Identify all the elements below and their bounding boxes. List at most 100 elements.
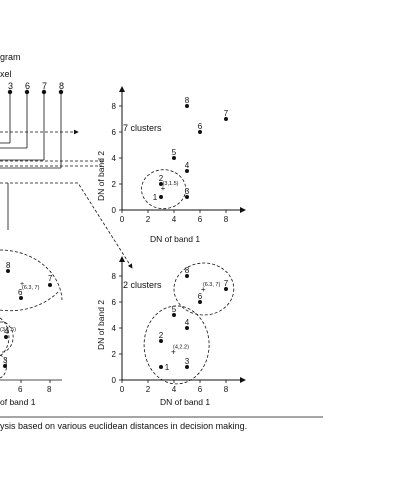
x-tick-label: 2 (146, 215, 151, 224)
point-label-7: 7 (224, 279, 229, 288)
x-tick-label: 6 (198, 215, 203, 224)
partial-x-tick-6: 6 (18, 385, 23, 394)
partial-centroid-label: (3.1.5) (0, 327, 16, 333)
data-point-3 (185, 365, 189, 369)
data-point-1 (159, 195, 163, 199)
ylabel-bottom: DN of band 2 (96, 300, 106, 350)
data-point-6 (198, 300, 202, 304)
point-label-1: 1 (165, 363, 170, 372)
cluster-circle (143, 305, 210, 385)
partial-point-label: 3 (3, 356, 8, 365)
dendrogram-label-3: 3 (8, 81, 13, 91)
partial-point-label: 6 (18, 288, 23, 297)
partial-x-tick-8: 8 (47, 385, 52, 394)
y-tick-label: 8 (112, 102, 117, 111)
point-label-8: 8 (185, 96, 190, 105)
data-point-5 (172, 156, 176, 160)
y-tick-label: 6 (112, 298, 117, 307)
x-tick-label: 8 (224, 385, 229, 394)
partial-point (4, 335, 8, 339)
partial-cluster-circle (0, 317, 10, 357)
xlabel-bottom: DN of band 1 (160, 397, 210, 407)
partial-cluster-circle (0, 321, 14, 353)
centroid-label: (6.3, 7) (203, 282, 221, 288)
data-point-2 (159, 339, 163, 343)
point-label-2: 2 (159, 174, 164, 183)
figure-caption: ysis based on various euclidean distance… (0, 421, 247, 431)
level-arrow-2-clusters (0, 182, 133, 269)
partial-cluster-circle (0, 354, 7, 379)
xlabel-top: DN of band 1 (150, 234, 200, 244)
partial-point-label: 4 (4, 327, 9, 336)
partial-title-2: xel (0, 69, 12, 79)
point-label-4: 4 (185, 318, 190, 327)
partial-point (3, 364, 7, 368)
partial-point (48, 283, 52, 287)
y-tick-label: 2 (112, 180, 117, 189)
point-label-5: 5 (172, 148, 177, 157)
cluster-circle (141, 169, 187, 210)
dendrogram-label-8: 8 (59, 81, 64, 91)
data-point-4 (185, 326, 189, 330)
centroid-marker: + (20, 281, 24, 288)
annotation-7-clusters: 7 clusters (123, 123, 162, 133)
data-point-4 (185, 169, 189, 173)
point-label-6: 6 (198, 122, 203, 131)
centroid-marker: + (161, 184, 166, 193)
x-tick-label: 4 (172, 215, 177, 224)
partial-point-label: 7 (48, 274, 53, 283)
x-tick-label: 2 (146, 385, 151, 394)
ylabel-top: DN of band 2 (96, 151, 106, 201)
partial-x-ticks (20, 380, 51, 383)
y-tick-label: 0 (112, 206, 117, 215)
centroid-marker: + (171, 347, 176, 356)
x-tick-label: 4 (172, 385, 177, 394)
x-tick-label: 8 (224, 215, 229, 224)
y-tick-label: 6 (112, 128, 117, 137)
data-point-6 (198, 130, 202, 134)
x-tick-label: 6 (198, 385, 203, 394)
dendrogram-stems (9, 92, 62, 168)
dendrogram-label-7: 7 (42, 81, 47, 91)
data-point-8 (185, 274, 189, 278)
partial-xlabel: of band 1 (0, 397, 36, 407)
y-tick-label: 2 (112, 350, 117, 359)
point-label-8: 8 (185, 266, 190, 275)
y-tick-label: 8 (112, 272, 117, 281)
data-point-3 (185, 195, 189, 199)
y-tick-label: 0 (112, 376, 117, 385)
point-label-7: 7 (224, 109, 229, 118)
partial-point (6, 269, 10, 273)
point-label-3: 3 (185, 357, 190, 366)
dendrogram: 3 6 7 8 (0, 81, 133, 269)
centroid-marker: + (201, 285, 206, 294)
point-label-1: 1 (153, 193, 158, 202)
cluster-circle (173, 262, 235, 316)
data-point-5 (172, 313, 176, 317)
dendrogram-branches (0, 142, 61, 169)
data-point-8 (185, 104, 189, 108)
point-label-4: 4 (185, 161, 190, 170)
centroid-label: (3,1.5) (163, 181, 179, 187)
partial-centroid-label: (6.3, 7) (22, 285, 40, 291)
y-tick-label: 4 (112, 324, 117, 333)
annotation-2-clusters: 2 clusters (123, 280, 162, 290)
data-point-2 (159, 182, 163, 186)
point-label-2: 2 (159, 331, 164, 340)
centroid-label: (4,2.2) (173, 344, 189, 350)
partial-title-1: gram (0, 52, 21, 62)
partial-scatter-plot: 6 8 of band 1 8 7 6 (6.3, 7) + (3.1.5) 4… (0, 249, 63, 407)
partial-point (19, 296, 23, 300)
x-tick-label: 0 (120, 385, 125, 394)
point-label-6: 6 (198, 292, 203, 301)
data-point-1 (159, 365, 163, 369)
point-label-3: 3 (185, 187, 190, 196)
data-point-7 (224, 117, 228, 121)
dendrogram-label-6: 6 (25, 81, 30, 91)
partial-point-label: 8 (6, 261, 11, 270)
point-label-5: 5 (172, 305, 177, 314)
y-tick-label: 4 (112, 154, 117, 163)
